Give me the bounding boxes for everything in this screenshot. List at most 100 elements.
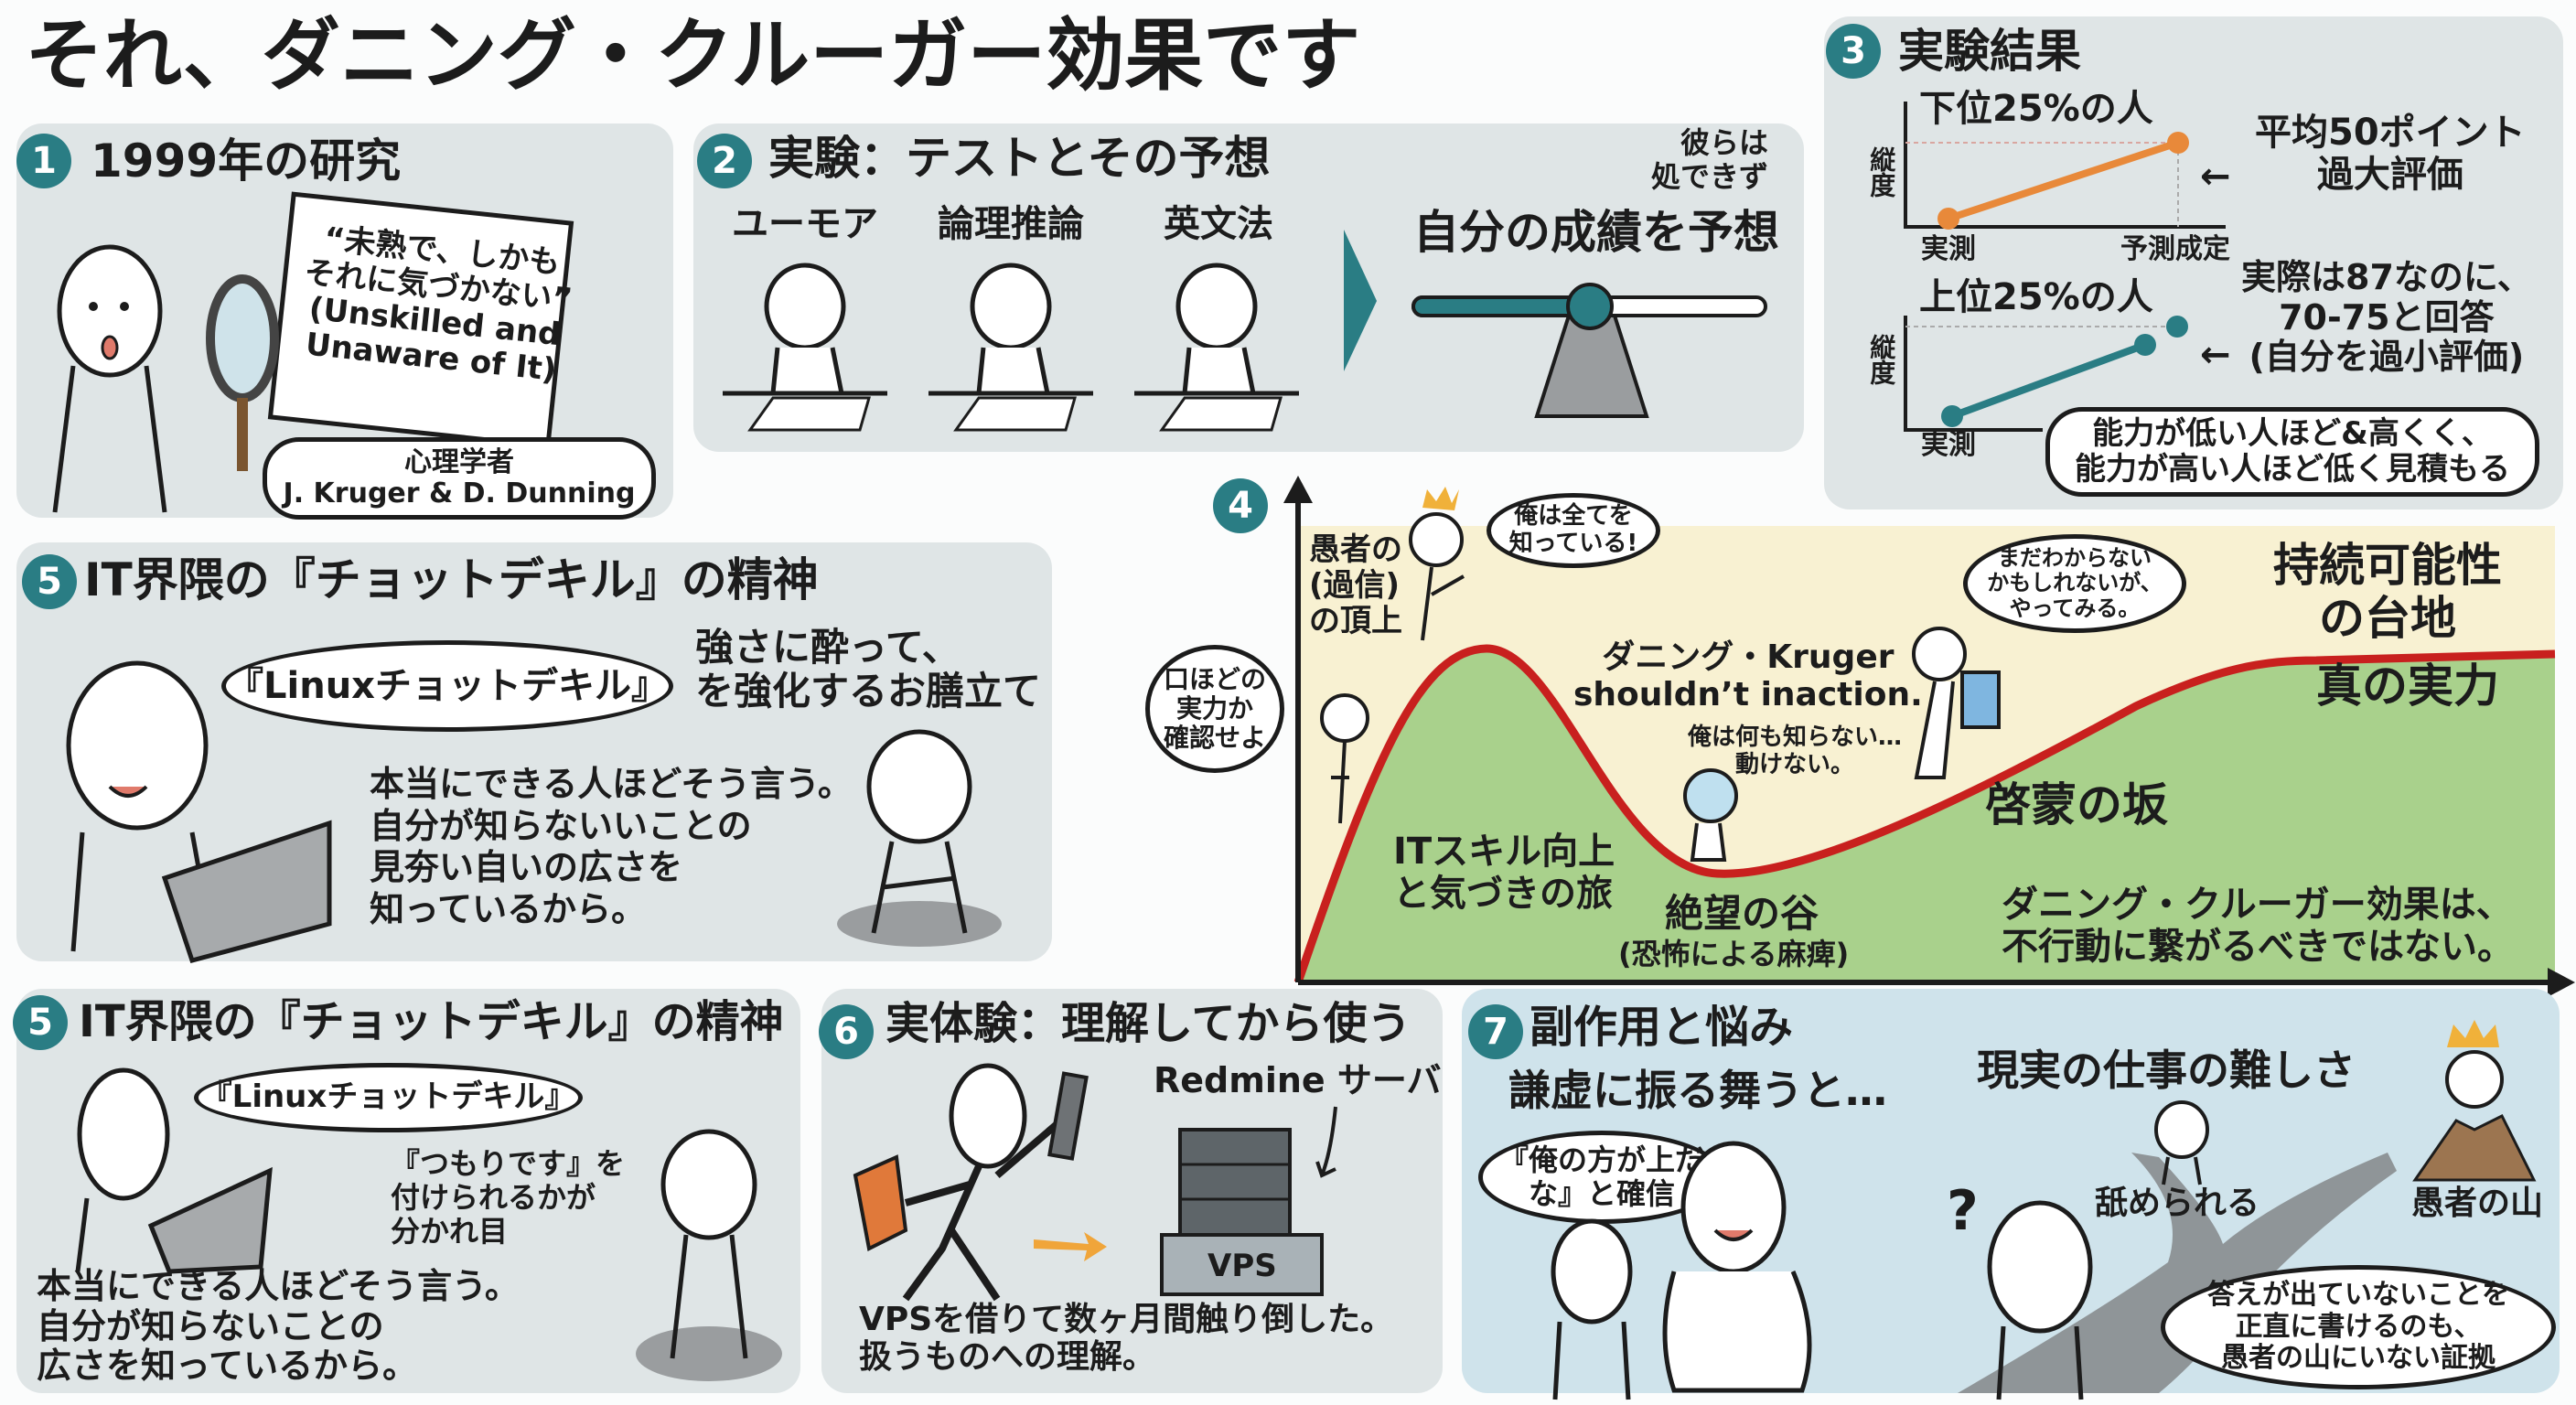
start-speech-bubble: 口ほどの 実力か 確認せよ (1145, 645, 1284, 773)
start-figure (1320, 693, 1369, 824)
top-group-mini-chart (1904, 316, 2188, 432)
pondering-seated-figure (636, 1129, 782, 1381)
panel3-heading: 実験結果 (1898, 25, 2081, 78)
step-badge-7: 7 (1468, 1004, 1523, 1059)
step-badge-4: 4 (1213, 478, 1268, 533)
server-stack-icon (1160, 1128, 1324, 1296)
chevron-right-icon (1344, 230, 1377, 371)
prediction-label: 自分の成績を予想 (1413, 206, 1779, 259)
server-label: Redmine サーバ (1154, 1060, 1442, 1100)
plateau-label: 持続可能性 の台地 (2273, 539, 2502, 645)
panel5b-heading: IT界隈の『チョットデキル』の精神 (79, 996, 784, 1047)
panel-hands-on (821, 989, 1443, 1393)
reality-label: 現実の仕事の難しさ (1977, 1046, 2356, 1095)
step-badge-1: 1 (16, 134, 71, 188)
researcher-figure (52, 244, 167, 513)
step-badge-5a: 5 (22, 554, 77, 609)
panel5a-speech-bubble: 『Linuxチョットデキル』 (221, 640, 673, 732)
server-blade-icon (1047, 1071, 1089, 1161)
page-title: それ、ダニング・クルーガー効果です (25, 10, 1361, 102)
test-label-humor: ユーモア (732, 203, 878, 245)
middle-label: ダニング・Kruger shouldn’t inaction. (1573, 638, 1923, 714)
peak-label: 愚者の (過信) の頂上 (1309, 531, 1402, 640)
bottom-group-arrow: ← (2200, 156, 2231, 198)
path-left-label: 舐められる (2095, 1185, 2260, 1222)
top-group-point-estimate (2134, 334, 2156, 356)
panel7-heading: 副作用と悩み (1530, 1002, 1794, 1053)
path-right-label: 愚者の山 (2411, 1185, 2544, 1222)
panel5b-body: 本当にできる人ほどそう言う。 自分が知らないことの 広さを知っているから。 (37, 1266, 520, 1387)
test-label-logic: 論理推論 (938, 203, 1084, 245)
valley-sublabel: (恐怖による麻痺) (1618, 937, 1850, 971)
panel1-heading: 1999年の研究 (91, 134, 402, 188)
confident-laptop-figure (66, 660, 332, 964)
arrow-down-icon (1315, 1106, 1337, 1178)
diverging-path (1958, 1153, 2397, 1393)
arrow-right-icon (1034, 1232, 1107, 1261)
crown-icon (1422, 487, 1459, 510)
bottom-group-point-actual (1937, 208, 1959, 230)
true-skill-label: 真の実力 (2316, 660, 2499, 713)
magnifying-glass-icon (206, 274, 279, 471)
confused-figure-question-mark: ? (1947, 1179, 1979, 1243)
bottom-group-note: 平均50ポイント 過大評価 (2255, 112, 2526, 196)
panel5a-body: 本当にできる人ほどそう言う。 自分が知らないいことの 見夯い自いの広さを 知って… (370, 764, 853, 929)
bottom-group-x-actual: 実測 (1921, 233, 1976, 265)
laptop-icon (147, 1166, 273, 1274)
panel6-body: VPSを借りて数ヶ月間触り倒した。 扱うものへの理解。 (859, 1301, 1394, 1377)
step-badge-3: 3 (1826, 24, 1881, 79)
bottom-group-x-predicted: 予測成定 (2120, 233, 2230, 265)
panel2-note: 彼らは 処できず (1651, 125, 1769, 194)
panel2-heading: 実験：テストとその予想 (768, 132, 1271, 185)
x-axis-arrow-icon (2548, 968, 2575, 997)
paper-sign-text: “未熟で、しかも それに気づかない” (Unskilled and Unawar… (302, 220, 574, 390)
top-group-label: 上位25%の人 (1919, 276, 2153, 318)
top-group-note: 実際は87なのに、 70-75と回答 (自分を過小評価) (2241, 257, 2532, 378)
valley-figure (1683, 768, 1738, 862)
thinking-seated-figure (837, 729, 1002, 947)
book-icon (853, 1154, 908, 1251)
step-badge-6: 6 (819, 1004, 874, 1059)
top-group-x-actual: 実測 (1921, 429, 1976, 461)
top-group-arrow: ← (2200, 334, 2231, 376)
confused-figure (1987, 1200, 2093, 1400)
psychologists-speech-bubble: 心理学者 J. Kruger & D. Dunning (263, 437, 656, 520)
bottom-group-line (1947, 139, 2180, 222)
results-summary-bubble: 能力が低い人ほど&高くく、 能力が高い人ほど低く見積もる (2045, 407, 2539, 497)
peak-speech-bubble: 俺は全てを 知っている! (1487, 493, 1660, 568)
y-axis-arrow-icon (1283, 476, 1313, 503)
bottom-group-point-predicted (2167, 132, 2189, 154)
panel7-subheading: 謙虚に振る舞うと… (1508, 1066, 1887, 1115)
balance-scale-icon (1411, 283, 1767, 418)
learner-figure (853, 1063, 1107, 1302)
laptop-figure (1912, 627, 2001, 779)
panel6-heading: 実体験：理解してから使う (886, 998, 1411, 1049)
confidence-curve (1293, 644, 2556, 984)
top-group-line (1950, 341, 2147, 420)
vps-label: VPS (1208, 1248, 1277, 1284)
conclusion-label: ダニング・クルーガー効果は、 不行動に繋がるべきではない。 (2002, 884, 2514, 968)
laptop-icon (161, 820, 332, 964)
bottom-group-mini-chart (1904, 102, 2226, 230)
panel5b-side-note: 『つもりです』を 付けられるかが 分かれ目 (391, 1146, 626, 1249)
valley-label: 絶望の谷 (1665, 891, 1819, 936)
slope-label: 啓蒙の坂 (1985, 778, 2168, 831)
fools-mountain-icon (2412, 1020, 2537, 1182)
valley-thought: 俺は何も知らない… 動けない。 (1688, 724, 1903, 778)
bottom-group-label: 下位25%の人 (1919, 88, 2153, 130)
step-badge-2: 2 (697, 134, 752, 188)
top-group-ylabel: 縦度 (1866, 334, 1897, 385)
bottom-group-ylabel: 縦度 (1866, 146, 1897, 198)
panel5a-overlay-text: 強さに酔って、 を強化するお膳立て (695, 625, 1042, 714)
answer-speech-bubble: 答えが出ていないことを 正直に書けるのも、 愚者の山にいない証拠 (2161, 1265, 2556, 1389)
test-taker-figures (723, 263, 1299, 432)
test-label-grammar: 英文法 (1164, 203, 1273, 245)
humble-and-arrogant-figures (1551, 1141, 1812, 1400)
panel5a-heading: IT界隈の『チョットデキル』の精神 (84, 553, 819, 606)
dunning-kruger-curve-chart (1283, 476, 2575, 997)
peak-figure (1409, 512, 1465, 641)
journey-label: ITスキル向上 と気づきの旅 (1393, 831, 1615, 915)
laptop-user-figure (75, 1067, 273, 1274)
step-badge-5b: 5 (13, 995, 68, 1050)
top-group-point-real (2166, 316, 2188, 338)
